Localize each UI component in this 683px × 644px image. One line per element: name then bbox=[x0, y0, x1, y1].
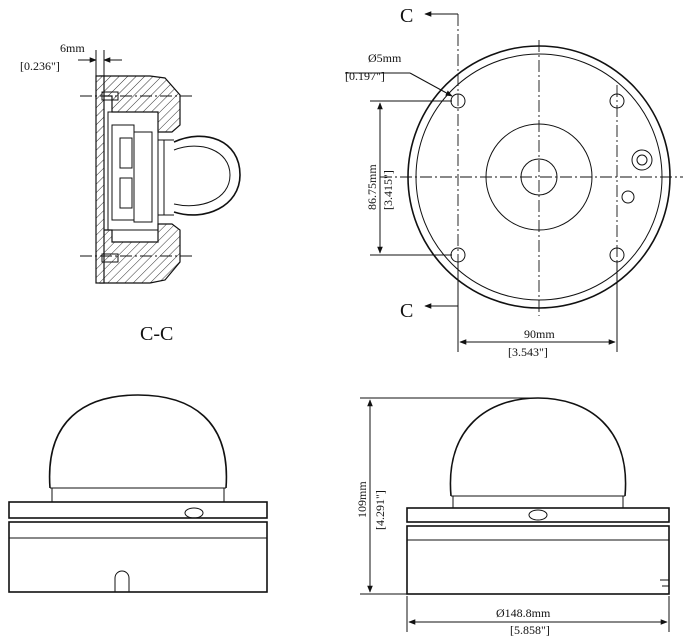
hole-spacing-v-mm: 86.75mm bbox=[365, 164, 379, 210]
section-dome bbox=[173, 135, 241, 216]
section-view-cc: 6mm [0.236"] C-C bbox=[20, 41, 241, 345]
hole-spacing-v-in: [3.415"] bbox=[381, 170, 395, 210]
top-view: C C Ø5mm [0.197"] 86.75mm [3.415"] 90mm … bbox=[345, 5, 683, 359]
hole-spacing-h-mm: 90mm bbox=[524, 327, 555, 341]
diameter-mm: Ø148.8mm bbox=[496, 606, 551, 620]
front-view: 109mm [4.291"] Ø148.8mm [5.858"] bbox=[355, 397, 670, 637]
front-base-lower bbox=[406, 525, 670, 595]
cut-label-bottom: C bbox=[400, 300, 413, 322]
front-base-upper bbox=[406, 507, 670, 523]
section-title: C-C bbox=[140, 323, 173, 345]
height-mm: 109mm bbox=[355, 481, 369, 518]
height-in: [4.291"] bbox=[373, 490, 387, 530]
section-housing-upper bbox=[99, 75, 181, 133]
hole-dia-in: [0.197"] bbox=[345, 69, 385, 83]
hole-dia-mm: Ø5mm bbox=[368, 51, 402, 65]
front-dome bbox=[449, 397, 627, 497]
cable-port bbox=[631, 149, 653, 171]
hole-spacing-h-in: [3.543"] bbox=[508, 345, 548, 359]
cut-label-top: C bbox=[400, 5, 413, 27]
diameter-in: [5.858"] bbox=[510, 623, 550, 637]
side-cable-port bbox=[184, 507, 204, 519]
side-view-left bbox=[8, 394, 268, 593]
dim-wall-mm: 6mm bbox=[60, 41, 85, 55]
section-housing-wall bbox=[95, 75, 105, 284]
side-base-upper bbox=[8, 501, 268, 519]
mounting-holes bbox=[450, 93, 625, 263]
screw-mark bbox=[621, 190, 635, 204]
side-base-lower bbox=[8, 521, 268, 593]
front-cable-port bbox=[528, 509, 548, 521]
side-cable-notch bbox=[114, 570, 130, 592]
section-housing-lower bbox=[99, 223, 181, 284]
dim-wall-in: [0.236"] bbox=[20, 59, 60, 73]
side-dome bbox=[48, 394, 228, 489]
